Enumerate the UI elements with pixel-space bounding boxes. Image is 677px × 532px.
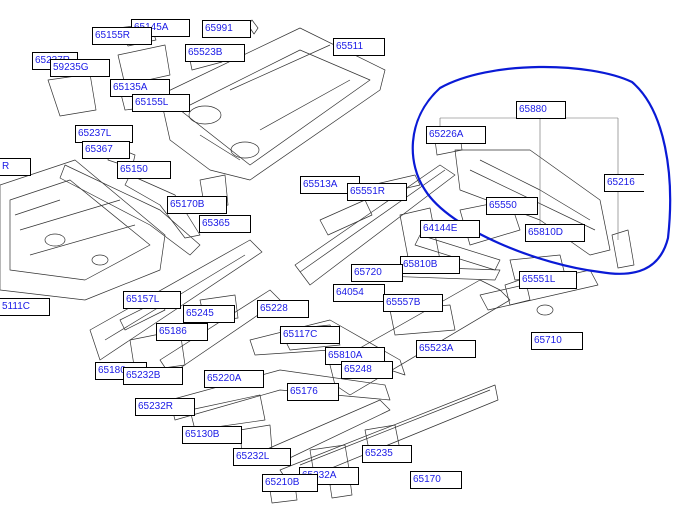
- part-label-65523B[interactable]: 65523B: [185, 44, 245, 62]
- part-label-65710[interactable]: 65710: [531, 332, 583, 350]
- part-label-R[interactable]: R: [0, 158, 31, 176]
- part-label-65232L[interactable]: 65232L: [233, 448, 291, 466]
- part-label-65551L[interactable]: 65551L: [519, 271, 577, 289]
- part-label-65216[interactable]: 65216: [604, 174, 644, 192]
- part-label-65810D[interactable]: 65810D: [525, 224, 585, 242]
- part-label-65176[interactable]: 65176: [287, 383, 339, 401]
- part-label-65220A[interactable]: 65220A: [204, 370, 264, 388]
- part-label-65186[interactable]: 65186: [156, 323, 208, 341]
- part-label-65367[interactable]: 65367: [82, 141, 130, 159]
- highlight-circle: [411, 65, 672, 275]
- part-label-64144E[interactable]: 64144E: [420, 220, 480, 238]
- part-label-65111C[interactable]: 5111C: [0, 298, 50, 316]
- part-label-65155L[interactable]: 65155L: [132, 94, 190, 112]
- part-label-65248[interactable]: 65248: [341, 361, 393, 379]
- part-label-65170B[interactable]: 65170B: [167, 196, 227, 214]
- part-label-65157L[interactable]: 65157L: [123, 291, 181, 309]
- part-label-65513A[interactable]: 65513A: [300, 176, 360, 194]
- part-label-65550[interactable]: 65550: [486, 197, 538, 215]
- part-label-65810B[interactable]: 65810B: [400, 256, 460, 274]
- part-label-65228[interactable]: 65228: [257, 300, 309, 318]
- part-label-65720[interactable]: 65720: [351, 264, 403, 282]
- part-label-65232B[interactable]: 65232B: [123, 367, 183, 385]
- part-label-65245[interactable]: 65245: [183, 305, 235, 323]
- part-label-59235G[interactable]: 59235G: [50, 59, 110, 77]
- part-label-65210B[interactable]: 65210B: [262, 474, 318, 492]
- part-label-65170[interactable]: 65170: [410, 471, 462, 489]
- part-label-65880[interactable]: 65880: [516, 101, 566, 119]
- part-label-65130B[interactable]: 65130B: [182, 426, 242, 444]
- part-label-65232R[interactable]: 65232R: [135, 398, 195, 416]
- part-label-65226A[interactable]: 65226A: [426, 126, 486, 144]
- part-label-65511[interactable]: 65511: [333, 38, 385, 56]
- part-label-64054[interactable]: 64054: [333, 284, 385, 302]
- part-label-65150[interactable]: 65150: [117, 161, 171, 179]
- part-label-65557B[interactable]: 65557B: [383, 294, 443, 312]
- part-label-65235[interactable]: 65235: [362, 445, 412, 463]
- part-label-65155R[interactable]: 65155R: [92, 27, 152, 45]
- part-label-65117C[interactable]: 65117C: [280, 326, 340, 344]
- part-label-65365[interactable]: 65365: [199, 215, 251, 233]
- part-label-65991[interactable]: 65991: [202, 20, 251, 38]
- part-label-65551R[interactable]: 65551R: [347, 183, 407, 201]
- part-label-65523A[interactable]: 65523A: [416, 340, 476, 358]
